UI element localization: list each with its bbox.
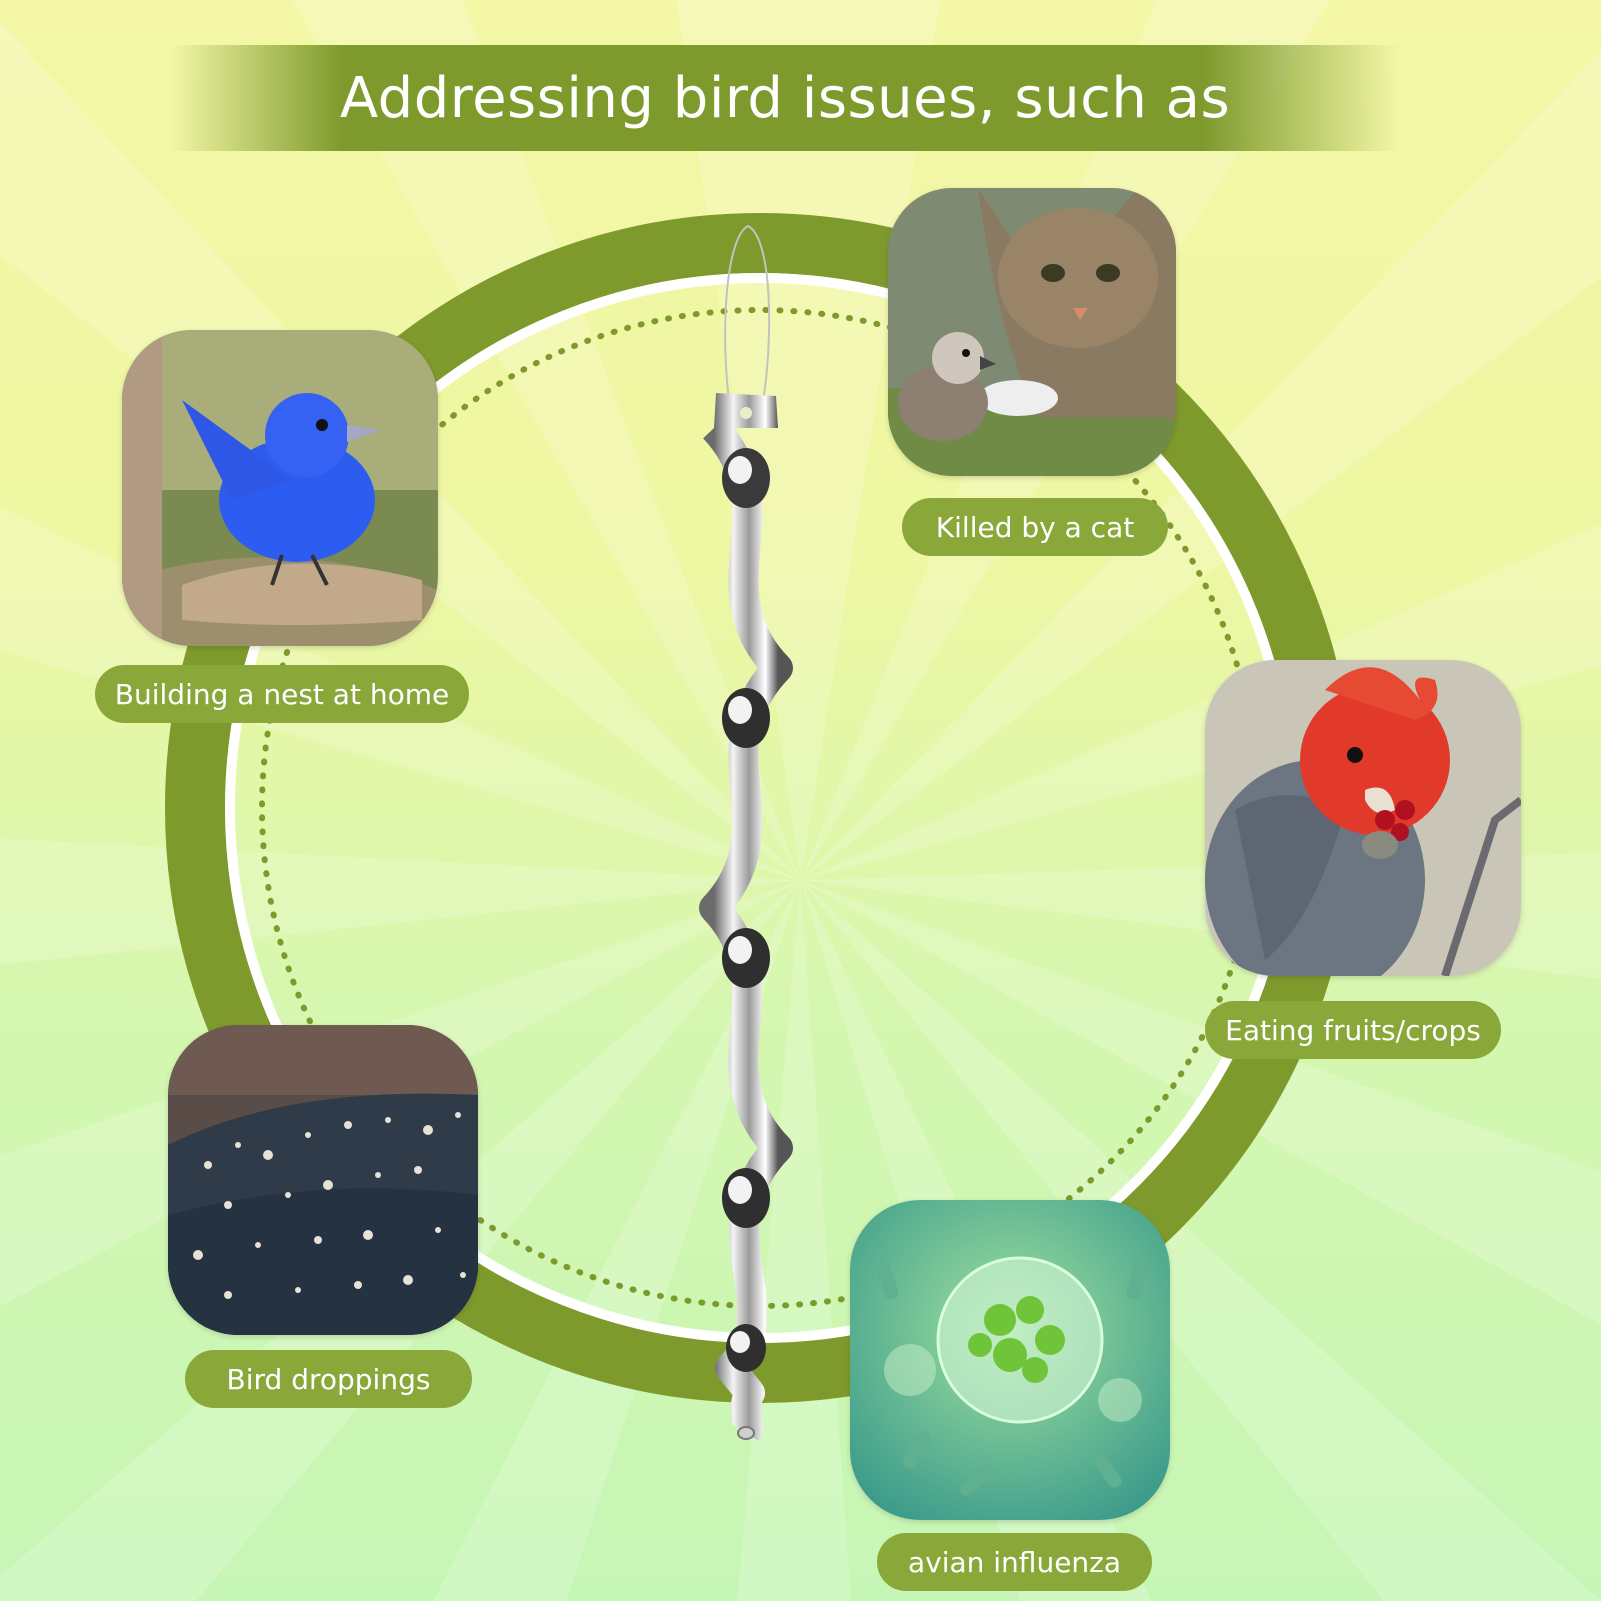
issue-label-crops: Eating fruits/crops (1205, 1001, 1501, 1059)
issue-label-cat: Killed by a cat (902, 498, 1168, 556)
cat-and-bird-photo (888, 188, 1176, 476)
issue-label-nest: Building a nest at home (95, 665, 469, 723)
cockatoo-eating-berries-photo (1205, 660, 1521, 976)
reflective-spiral-bird-repellent (699, 224, 793, 1441)
virus-microscope-photo (850, 1200, 1170, 1520)
blue-bird-nest-photo (122, 330, 438, 646)
issue-label-influenza: avian influenza (877, 1533, 1152, 1591)
page-title: Addressing bird issues, such as (339, 65, 1231, 131)
car-with-droppings-photo (168, 1025, 478, 1335)
title-banner: Addressing bird issues, such as (170, 45, 1400, 151)
issue-label-droppings: Bird droppings (185, 1350, 472, 1408)
